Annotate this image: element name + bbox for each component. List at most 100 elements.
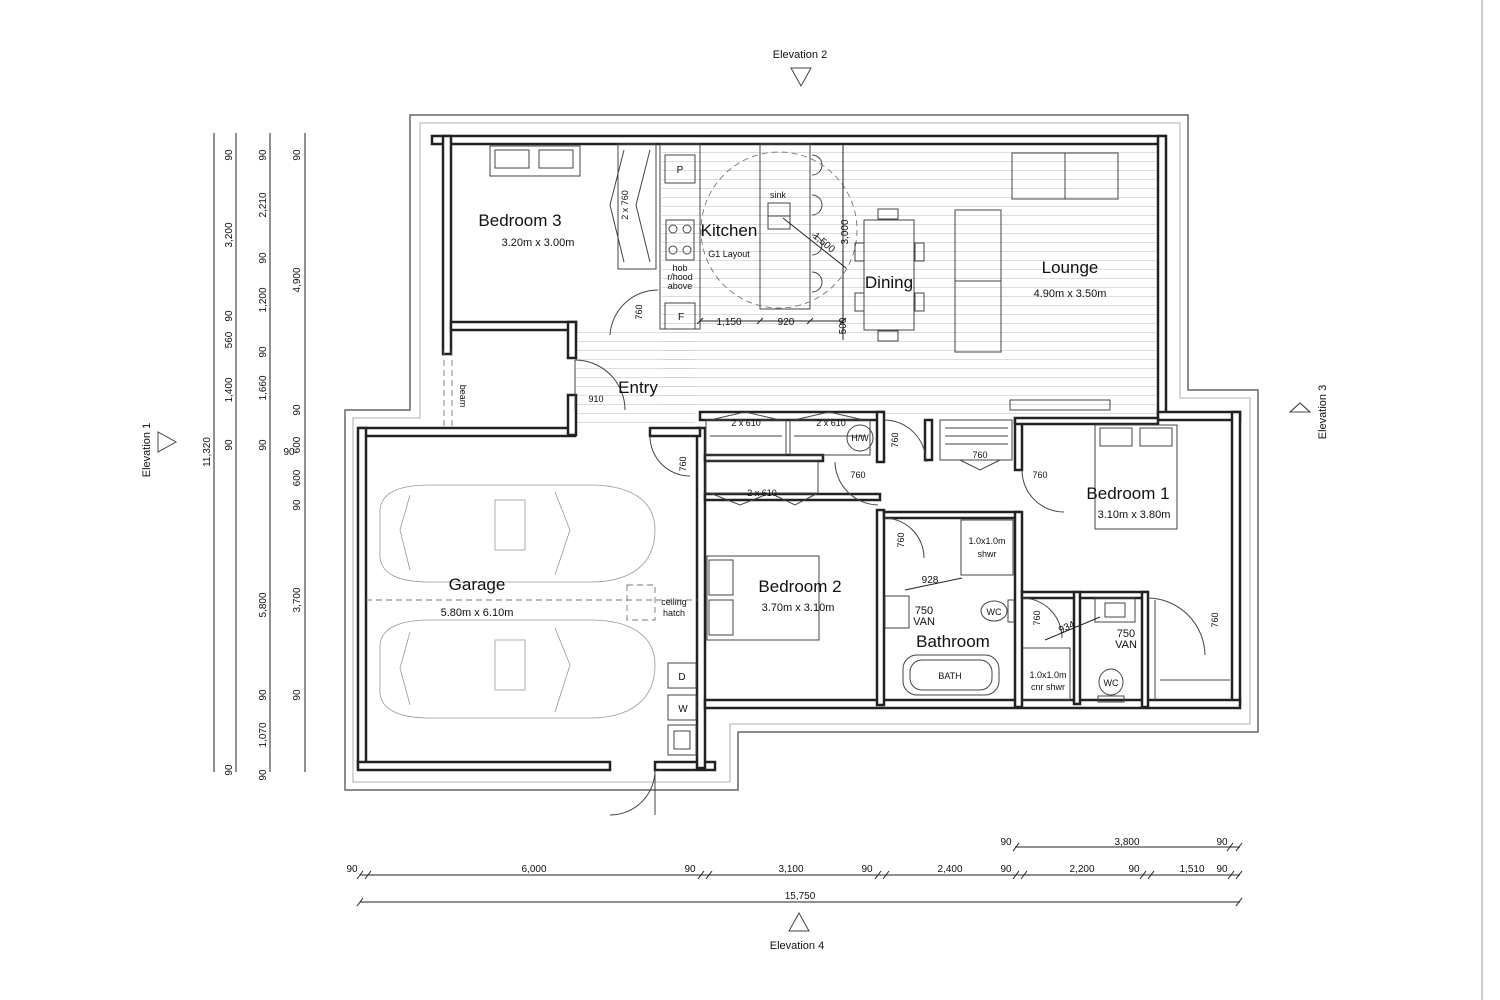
dim-left-c2-0: 90 (224, 149, 235, 161)
dim-left-c2-2: 560 (224, 331, 235, 348)
turning-circle (700, 151, 858, 309)
dim-left-overall: 11,320 (202, 437, 213, 467)
dim-left-c3-2: 90 (258, 252, 269, 264)
shower-ens-label-1: 1.0x1.0m (1029, 670, 1066, 680)
dim-left-c3-4: 90 (258, 346, 269, 358)
garage: ceiling hatch Garage 5.80m x 6.10m D W 7… (366, 435, 697, 816)
hob-label-2: r/hood (667, 272, 693, 282)
elevation-3-marker: Elevation 3 (1288, 385, 1329, 439)
dim-bottom-r2-2: 90 (684, 864, 696, 875)
dim-kitchen-3000: 3,000 (840, 219, 851, 244)
walls (356, 134, 1242, 772)
dim-kitchen-500: 500 (838, 317, 849, 334)
entry: Entry 910 (574, 359, 658, 411)
dim-left-c3-0: 90 (258, 149, 269, 161)
hot-water-cylinder (846, 424, 874, 452)
dim-door-bath: 760 (896, 532, 906, 547)
dim-bottom-r2-7: 2,200 (1069, 864, 1094, 875)
elevation-arrow-icon (157, 431, 178, 453)
dim-left-c3-1: 2,210 (258, 192, 269, 217)
dim-bottom-r2-6: 90 (1000, 864, 1012, 875)
dim-bottom-r1-1: 3,800 (1114, 837, 1139, 848)
garage-title: Garage (449, 575, 506, 594)
dim-bottom-r2-4: 90 (861, 864, 873, 875)
dim-bottom-r2-3: 3,100 (778, 864, 803, 875)
wardrobe-hall-b-label: 2 x 610 (816, 418, 846, 428)
van-main-label-1: 750 (915, 605, 933, 617)
wardrobe-hall-a-label: 2 x 610 (731, 418, 761, 428)
bedroom-2-title: Bedroom 2 (758, 577, 841, 596)
dim-door-garage: 760 (678, 456, 688, 471)
dim-bottom-r2-9: 1,510 (1179, 864, 1204, 875)
dim-bottom-overall: 15,750 (785, 891, 816, 902)
dim-door-b3: 760 (634, 304, 644, 319)
dim-left-c2-5: 90 (224, 439, 235, 451)
dim-left-c3-6: 90 (258, 439, 269, 451)
van-main-label-2: VAN (913, 616, 935, 628)
bath-label: BATH (938, 671, 961, 681)
dim-left-c2-1: 3,200 (224, 222, 235, 247)
bedroom-1-title: Bedroom 1 (1086, 484, 1169, 503)
elevation-arrow-icon (1288, 402, 1312, 413)
elevation-arrow-icon (788, 911, 810, 932)
hob-label-3: above (668, 281, 693, 291)
ceiling-hatch-label-2: hatch (663, 608, 685, 618)
dim-bottom-r2-5: 2,400 (937, 864, 962, 875)
hob-label-1: hob (672, 263, 687, 273)
elevation-arrow-icon (790, 67, 812, 88)
dim-kitchen-920: 920 (778, 317, 795, 328)
living-floor-hatch (662, 143, 1159, 413)
dim-left-c4-4: 90 (292, 689, 303, 701)
dim-door-hall-m: 760 (972, 450, 987, 460)
dim-left-c4-5: 3,700 (292, 587, 303, 612)
fridge-label: F (678, 312, 684, 323)
dim-bottom-r2-1: 6,000 (521, 864, 546, 875)
dim-left-c3-5: 1,660 (258, 375, 269, 400)
lounge-size: 4.90m x 3.50m (1034, 288, 1107, 300)
lounge-title: Lounge (1042, 258, 1099, 277)
dim-door-hall-r: 760 (1032, 470, 1047, 480)
bedroom-2-size: 3.70m x 3.10m (762, 602, 835, 614)
dim-bath-928: 928 (922, 575, 939, 586)
dim-left-c4-7: 1,070 (258, 722, 269, 747)
bathtub-icon (902, 654, 1000, 696)
wardrobe-b3-label: 2 x 760 (620, 190, 630, 220)
dim-left-c3-8: 90 (292, 404, 303, 416)
van-ens-label-2: VAN (1115, 639, 1137, 651)
dim-kitchen-1150: 1,150 (716, 317, 741, 328)
dim-bottom-r1-0: 90 (1000, 837, 1012, 848)
shower-ens-label-2: cnr shwr (1031, 682, 1065, 692)
dim-left-c2-7: 90 (258, 769, 269, 781)
wc-icon (1098, 668, 1124, 696)
dim-door-ens: 760 (1032, 610, 1042, 625)
roof-outline (344, 114, 1259, 791)
dim-left-c4-1: 4,900 (292, 267, 303, 292)
kitchen-title: Kitchen (701, 221, 758, 240)
dim-bottom-r2-0: 90 (346, 864, 358, 875)
elevation-1-label: Elevation 1 (141, 423, 153, 477)
dim-bottom-r2-8: 90 (1128, 864, 1140, 875)
kitchen-layout: G1 Layout (708, 249, 750, 259)
dryer-label: D (678, 672, 685, 683)
elevation-2-marker: Elevation 2 (773, 49, 827, 88)
dim-door-hall-l: 760 (850, 470, 865, 480)
dim-door-wir: 760 (1210, 612, 1220, 627)
bedroom-1-size: 3.10m x 3.80m (1098, 509, 1171, 521)
dim-left-c2-4: 1,400 (224, 377, 235, 402)
dim-left-c3-mid: 90 (283, 447, 295, 458)
wc-icon (980, 600, 1008, 622)
bottom-dimensions: 90 3,800 90 90 6,000 90 3,100 90 2,400 9… (346, 837, 1243, 907)
elevation-4-marker: Elevation 4 (770, 911, 824, 952)
dim-left-c4-0: 90 (292, 149, 303, 161)
dining-area: Dining (854, 208, 925, 342)
left-dimensions: 11,320 90 3,200 560 90 1,400 90 5,800 90… (202, 133, 306, 781)
dim-bottom-r1-2: 90 (1216, 837, 1228, 848)
hall-doors: 760 760 760 760 (834, 419, 1065, 513)
garage-size: 5.80m x 6.10m (441, 607, 514, 619)
elevation-2-label: Elevation 2 (773, 49, 827, 61)
beam-label: beam (458, 385, 468, 408)
wc-main-label: WC (987, 607, 1002, 617)
dim-left-c4-2: 90 (224, 764, 235, 776)
dim-left-c2-6: 5,800 (258, 592, 269, 617)
